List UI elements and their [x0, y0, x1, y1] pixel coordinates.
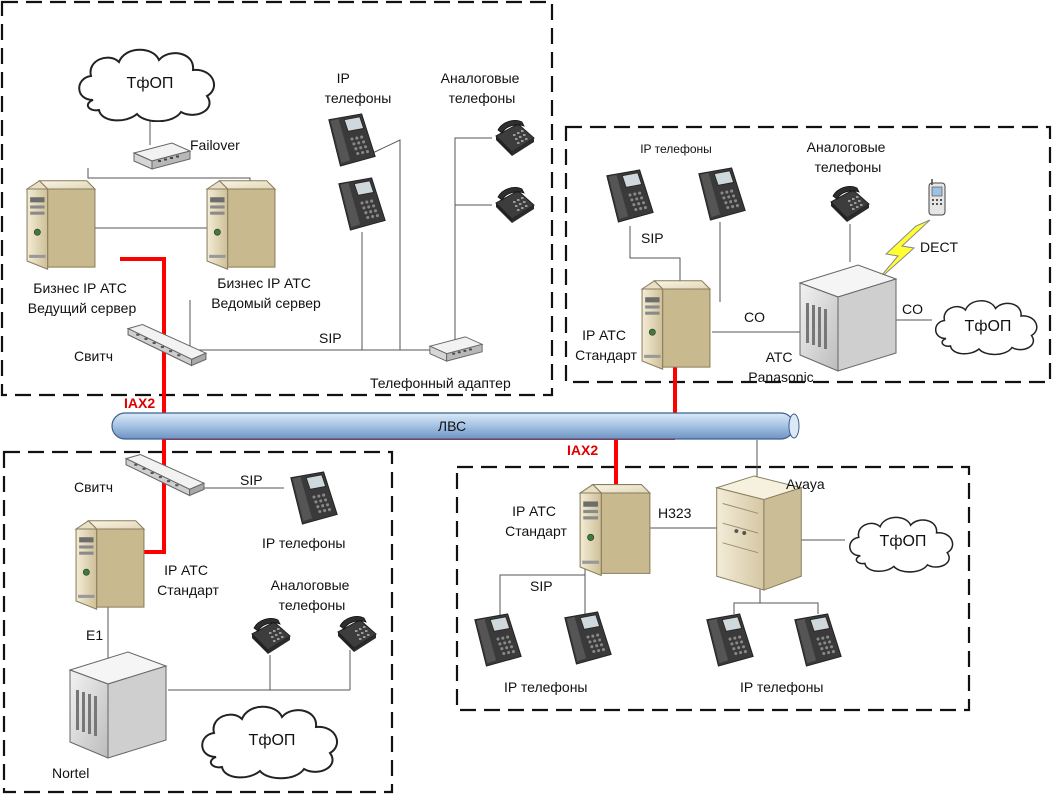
analog-phone-icon	[251, 617, 291, 654]
ip-phone-icon	[794, 613, 842, 667]
sip-label-avaya: SIP	[530, 578, 553, 594]
zone-panasonic-office	[564, 125, 1052, 384]
ip-pbx-label-nortel: IP АТС Стандарт	[157, 562, 219, 598]
zone-business-office	[0, 0, 554, 397]
failover-label: Failover	[190, 137, 240, 153]
ip-phones-title-panasonic: IP телефоны	[640, 142, 712, 156]
panasonic-pbx-icon	[799, 264, 897, 372]
lan-pipe: ЛВС	[111, 412, 800, 440]
pstn-cloud-avaya: ТфОП	[848, 516, 954, 573]
iax2-label-left: IAX2	[124, 395, 155, 411]
analog-phone-icon	[495, 186, 535, 223]
ip-phone-icon	[706, 613, 754, 667]
switch-label-bottom: Свитч	[74, 479, 113, 495]
analog-phones-title-nortel: Аналоговые телефоны	[271, 577, 354, 613]
ip-phone-icon	[338, 177, 386, 231]
ip-pbx-server-icon	[75, 520, 145, 610]
zone-nortel-office	[2, 450, 394, 794]
nortel-label: Nortel	[52, 765, 89, 781]
dect-handset-icon	[928, 178, 946, 216]
pstn-label: ТфОП	[249, 732, 296, 749]
ip-phone-icon	[698, 167, 746, 221]
ip-phones-title-top: IP телефоны	[325, 70, 392, 106]
sip-label-panasonic: SIP	[641, 230, 664, 246]
wireless-lightning-icon	[875, 219, 931, 283]
h323-label: H323	[658, 505, 692, 521]
pstn-label: ТфОП	[127, 75, 174, 92]
master-server-label: Бизнес IP АТС Ведущий сервер	[28, 280, 137, 316]
slave-server-icon	[206, 180, 276, 270]
ats-panasonic-label: АТС Panasonic	[748, 349, 813, 385]
ip-phone-icon	[474, 613, 522, 667]
switch-label-top: Свитч	[74, 348, 113, 364]
ip-phones-label-avaya-right: IP телефоны	[740, 679, 824, 695]
iax2-label-right: IAX2	[567, 442, 598, 458]
connection-lines	[87, 120, 932, 691]
ip-pbx-label-panasonic: IP АТС Стандарт	[575, 327, 637, 363]
phone-adapter: Телефонный адаптер	[370, 336, 511, 391]
slave-server-label: Бизнес IP АТС Ведомый сервер	[211, 275, 321, 311]
analog-phone-icon	[830, 185, 870, 222]
pstn-cloud-top: ТфОП	[78, 48, 216, 122]
lan-label: ЛВС	[438, 418, 466, 434]
co-label-left: CO	[744, 309, 765, 325]
analog-phone-icon	[337, 615, 377, 652]
analog-phones-title-panasonic: Аналоговые телефоны	[807, 139, 890, 175]
avaya-label: Avaya	[786, 476, 825, 492]
sip-label-top: SIP	[319, 330, 342, 346]
sip-label-nortel: SIP	[240, 472, 263, 488]
analog-phones-title-top: Аналоговые телефоны	[441, 70, 524, 106]
ip-phone-icon	[606, 169, 654, 223]
phone-adapter-label: Телефонный адаптер	[370, 375, 511, 391]
pstn-cloud-panasonic: ТфОП	[934, 299, 1038, 356]
ip-phones-label-nortel: IP телефоны	[262, 535, 346, 551]
pstn-cloud-nortel: ТфОП	[201, 705, 339, 780]
ip-phones-label-avaya-left: IP телефоны	[504, 679, 588, 695]
master-server-icon	[26, 180, 96, 270]
nortel-pbx-icon	[69, 651, 167, 759]
ip-pbx-label-avaya: IP АТС Стандарт	[505, 503, 567, 539]
avaya-pbx-icon	[716, 475, 802, 591]
pstn-label: ТфОП	[965, 318, 1012, 335]
dect-label: DECT	[920, 239, 959, 255]
ip-pbx-server-icon	[579, 484, 651, 576]
analog-phone-icon	[495, 119, 535, 156]
ip-pbx-server-icon	[641, 280, 711, 370]
failover-device: Failover	[133, 137, 240, 170]
ip-phone-icon	[328, 113, 376, 167]
pstn-label: ТфОП	[880, 533, 927, 550]
zone-avaya-office	[455, 465, 971, 712]
switch-top: Свитч	[74, 323, 207, 367]
co-label-right: CO	[902, 301, 923, 317]
ip-phone-icon	[564, 611, 612, 665]
e1-label: E1	[86, 627, 103, 643]
switch-bottom: Свитч	[74, 453, 205, 497]
ip-phone-icon	[290, 471, 338, 525]
